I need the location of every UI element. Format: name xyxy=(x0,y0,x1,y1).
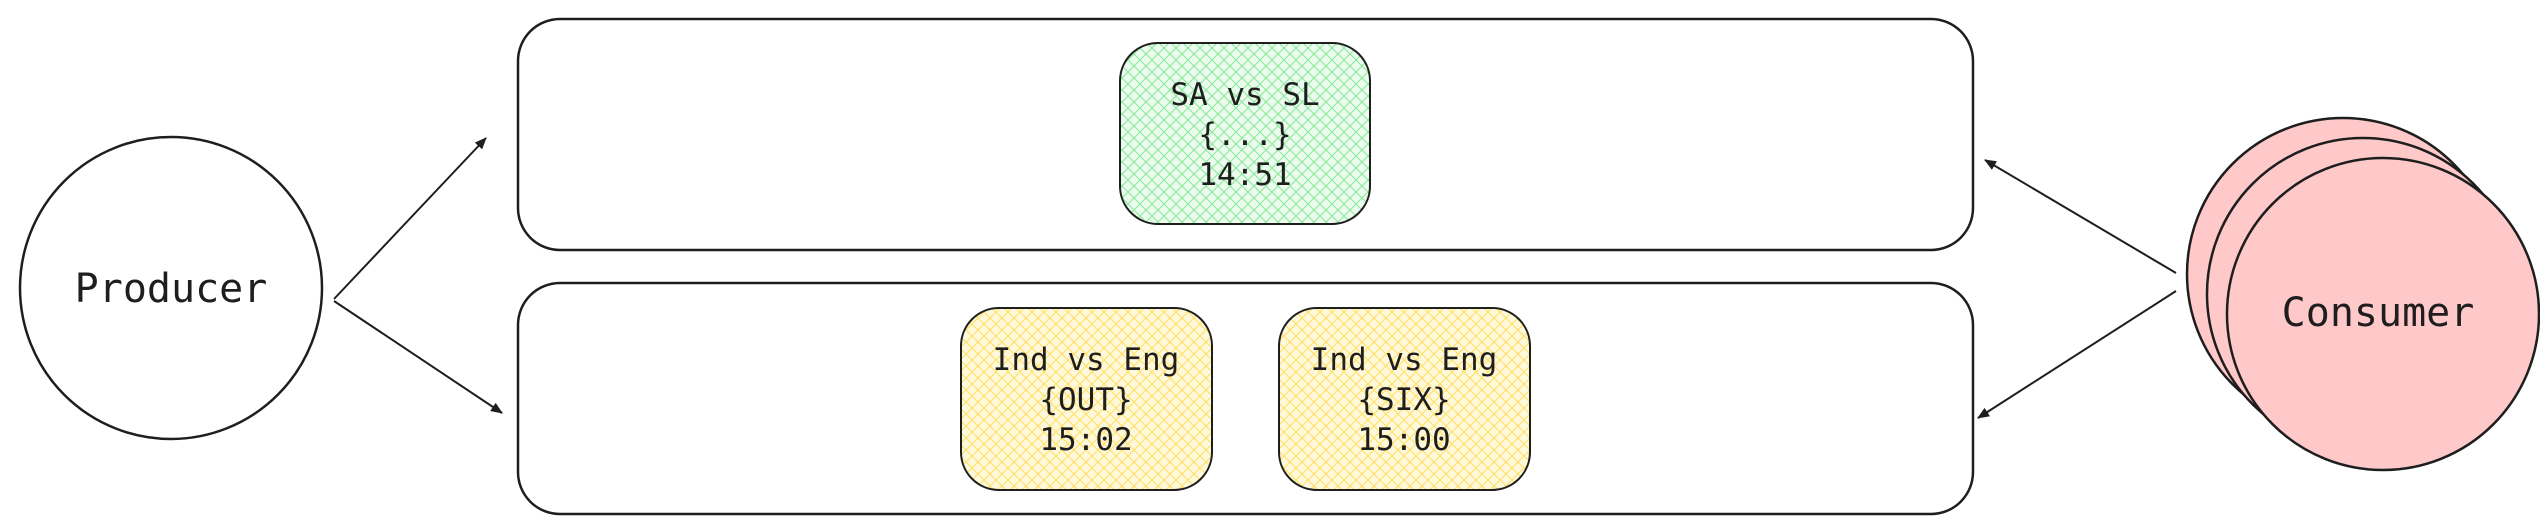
message-payload: {SIX} xyxy=(1357,382,1450,418)
message-title: Ind vs Eng xyxy=(1311,342,1498,378)
message-time: 15:02 xyxy=(1039,422,1132,458)
arrow-consumer-to-bottom-lane xyxy=(1977,290,2177,419)
message-time: 15:00 xyxy=(1357,422,1450,458)
message-time: 14:51 xyxy=(1198,157,1291,193)
arrow-producer-to-top-lane xyxy=(333,137,487,300)
message-title: SA vs SL xyxy=(1170,77,1319,113)
arrow-producer-to-bottom-lane xyxy=(333,300,503,414)
producer-label: Producer xyxy=(75,266,268,312)
message-card-box xyxy=(960,307,1213,491)
arrow-consumer-to-top-lane xyxy=(1984,159,2177,274)
message-card-box xyxy=(1278,307,1531,491)
producer-node[interactable]: Producer xyxy=(18,135,324,441)
producer-circle xyxy=(18,135,324,441)
message-card[interactable]: SA vs SL {...} 14:51 xyxy=(1119,42,1371,225)
consumer-group[interactable]: Consumer xyxy=(2185,116,2540,472)
consumer-circle-front xyxy=(2225,156,2540,472)
message-title: Ind vs Eng xyxy=(993,342,1180,378)
consumer-label: Consumer xyxy=(2282,290,2475,336)
message-card-box xyxy=(1119,42,1371,225)
message-payload: {...} xyxy=(1198,117,1291,153)
partition-lane-bottom xyxy=(516,281,1975,516)
message-payload: {OUT} xyxy=(1039,382,1132,418)
message-card[interactable]: Ind vs Eng {OUT} 15:02 xyxy=(960,307,1213,491)
message-card[interactable]: Ind vs Eng {SIX} 15:00 xyxy=(1278,307,1531,491)
